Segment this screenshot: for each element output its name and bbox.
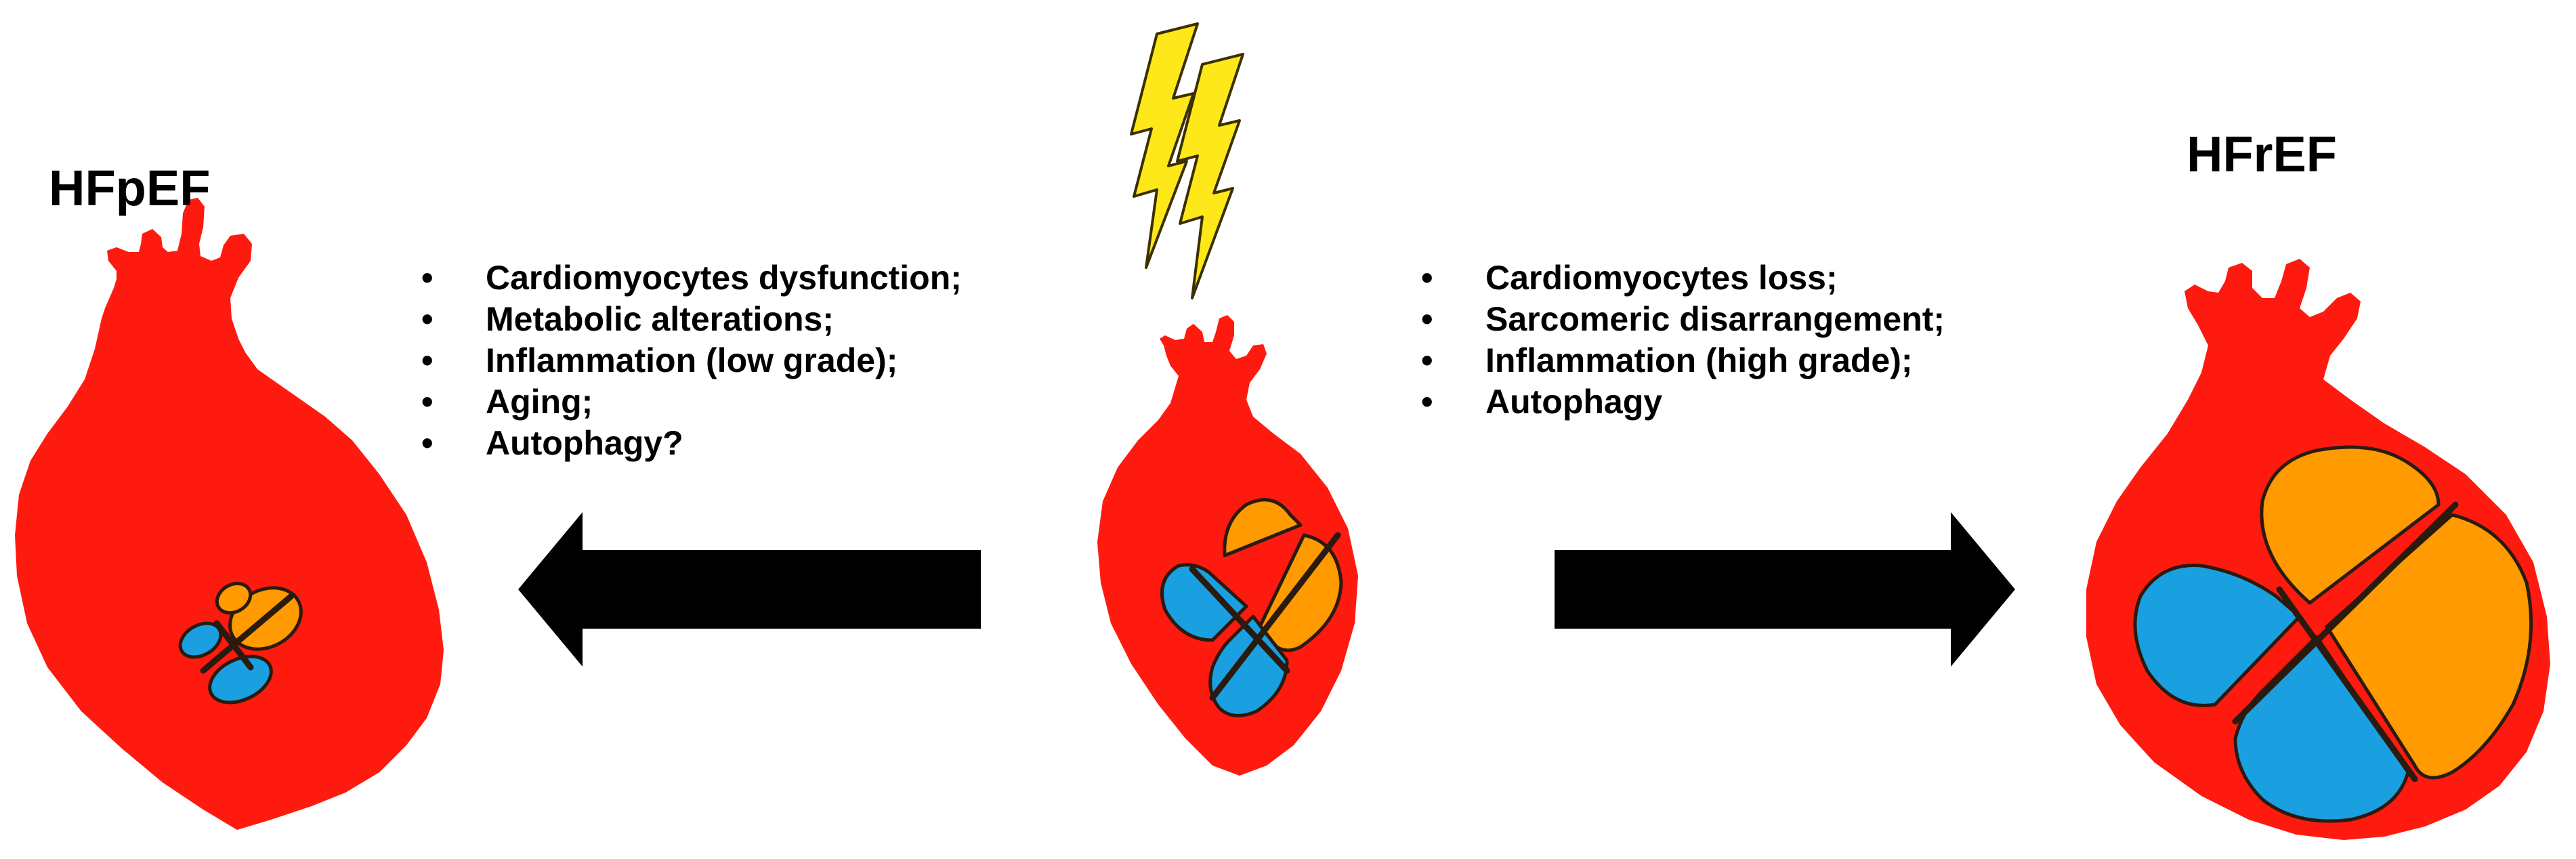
center-heart-normal <box>1097 315 1358 776</box>
hfpef-mechanism-list: • Cardiomyocytes dysfunction; • Metabolic … <box>421 257 962 464</box>
left-arrow <box>518 512 981 667</box>
list-item: • Inflammation (low grade); <box>421 340 962 381</box>
list-item: • Aging; <box>421 381 962 423</box>
center-heart-septum-a <box>1209 532 1341 701</box>
right-heart-orange-chamber-right <box>2325 513 2533 780</box>
center-heart-blue-chamber-bottom <box>1208 614 1289 717</box>
list-item: • Cardiomyocytes loss; <box>1421 257 1945 299</box>
hfref-title: HFrEF <box>2187 126 2337 182</box>
right-heart-orange-chamber-top <box>2260 445 2441 605</box>
left-heart-orange-chamber-small <box>215 581 253 615</box>
lightning-icon <box>1130 22 1244 299</box>
left-heart-blue-chamber-bottom <box>208 654 273 705</box>
bullet-icon: • <box>421 259 434 297</box>
right-heart-hfref <box>2086 259 2550 840</box>
center-heart-septum-b <box>1189 566 1290 674</box>
list-item-text: Inflammation (low grade); <box>486 341 898 379</box>
center-heart-blue-chamber-left <box>1160 563 1248 642</box>
lightning-bolt-back <box>1176 53 1244 299</box>
list-item-text: Cardiomyocytes dysfunction; <box>486 259 962 297</box>
bullet-icon: • <box>1421 259 1433 297</box>
list-item: • Inflammation (high grade); <box>1421 340 1945 381</box>
bullet-icon: • <box>421 341 434 379</box>
bullet-icon: • <box>421 424 434 462</box>
list-item: • Cardiomyocytes dysfunction; <box>421 257 962 299</box>
bullet-icon: • <box>1421 383 1433 421</box>
bullet-icon: • <box>421 383 434 421</box>
bullet-icon: • <box>1421 341 1433 379</box>
list-item-text: Inflammation (high grade); <box>1485 341 1913 379</box>
list-item-text: Cardiomyocytes loss; <box>1485 259 1838 297</box>
list-item: • Autophagy? <box>421 423 962 464</box>
list-item: • Autophagy <box>1421 381 1945 423</box>
list-item: • Sarcomeric disarrangement; <box>1421 299 1945 340</box>
bullet-icon: • <box>421 300 434 338</box>
list-item: • Metabolic alterations; <box>421 299 962 340</box>
list-item-text: Aging; <box>486 383 593 421</box>
right-arrow <box>1555 512 2015 667</box>
left-heart-body <box>15 198 444 830</box>
list-item-text: Autophagy? <box>486 424 683 462</box>
right-heart-blue-chamber-left <box>2133 564 2302 707</box>
hfref-mechanism-list: • Cardiomyocytes loss; • Sarcomeric disarr… <box>1421 257 1945 423</box>
center-heart-orange-chamber-right <box>1258 533 1343 652</box>
hfpef-title: HFpEF <box>49 160 211 216</box>
left-heart-hfpef <box>15 198 444 830</box>
center-heart-orange-chamber-top <box>1223 498 1303 558</box>
right-heart-septum-a <box>2232 501 2459 725</box>
lightning-bolt-front <box>1130 22 1199 269</box>
bullet-icon: • <box>1421 300 1433 338</box>
left-heart-septum-a <box>200 593 295 674</box>
list-item-text: Sarcomeric disarrangement; <box>1485 300 1945 338</box>
list-item-text: Metabolic alterations; <box>486 300 834 338</box>
right-heart-septum-b <box>2276 586 2418 782</box>
left-heart-septum-b <box>213 620 254 671</box>
list-item-text: Autophagy <box>1485 383 1663 421</box>
